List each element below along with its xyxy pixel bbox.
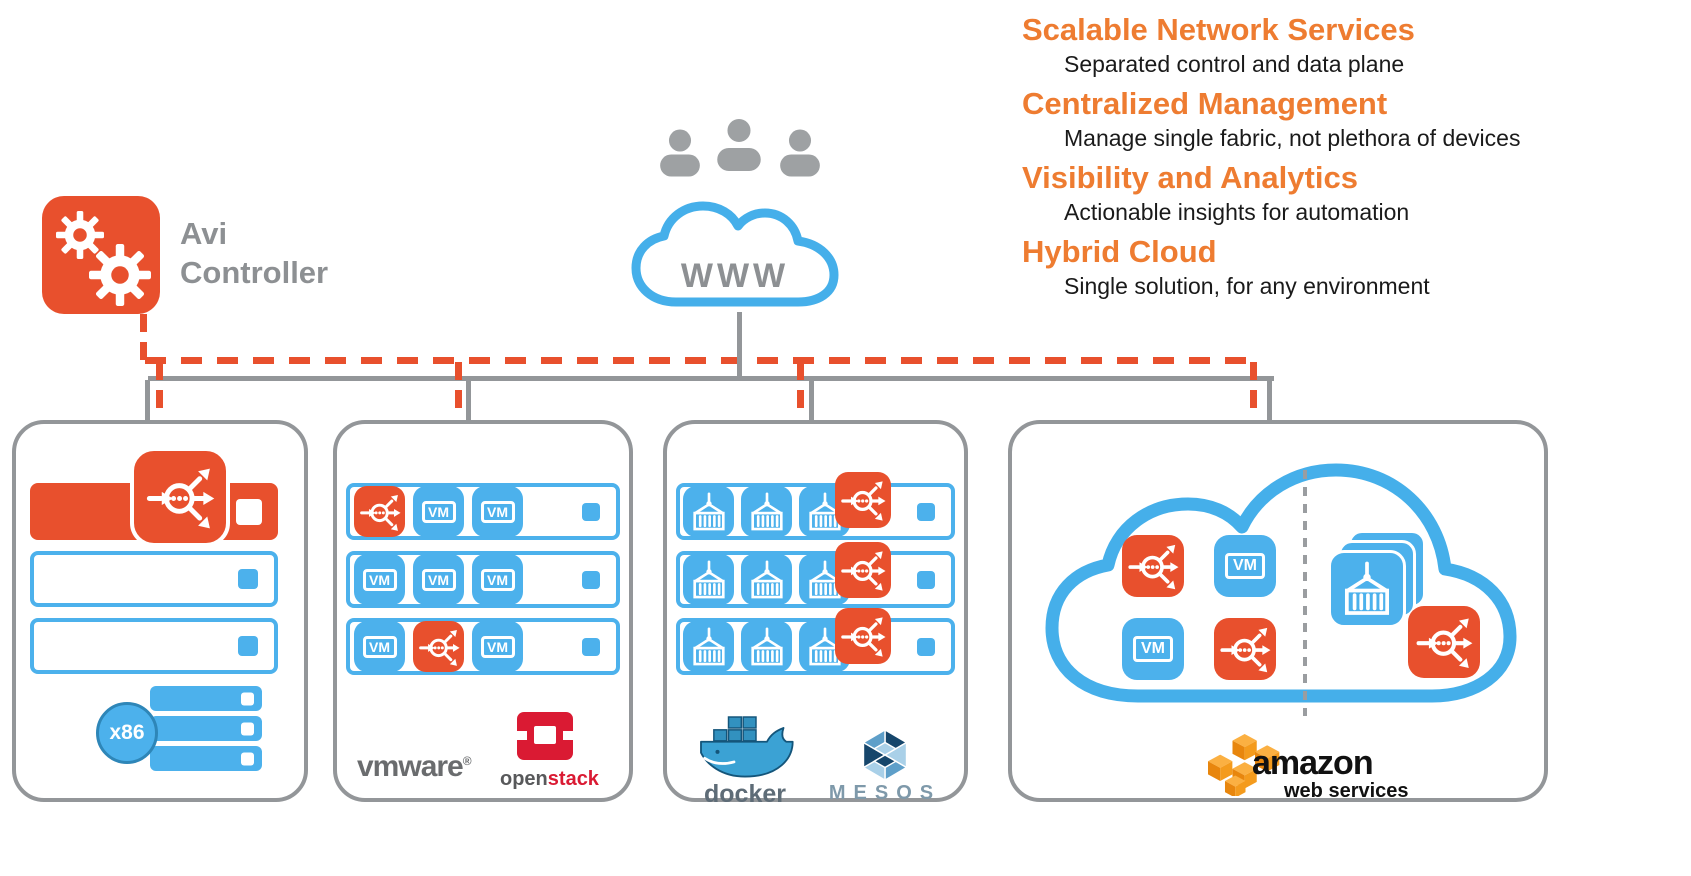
aws-sub-wordmark: web services bbox=[1284, 780, 1409, 802]
service-engine-icon bbox=[1122, 535, 1184, 597]
www-label: WWW bbox=[681, 257, 789, 295]
server-led bbox=[238, 636, 258, 656]
docker-whale-icon bbox=[700, 716, 794, 778]
panel-containers: docker MESOS bbox=[663, 420, 968, 808]
server-unit bbox=[150, 686, 262, 711]
server-led bbox=[236, 498, 262, 525]
feature-detail: Manage single fabric, not plethora of de… bbox=[1064, 125, 1521, 151]
server-bar bbox=[30, 551, 278, 607]
cloud-drop-line bbox=[737, 312, 742, 378]
service-engine-icon bbox=[835, 542, 891, 598]
service-engine-icon bbox=[1214, 618, 1276, 680]
vm-icon: VM bbox=[354, 621, 405, 672]
openstack-stack: stack bbox=[547, 768, 599, 790]
www-cloud-icon: WWW bbox=[631, 201, 839, 307]
vm-label: VM bbox=[1141, 640, 1165, 657]
vm-label: VM bbox=[1233, 557, 1257, 574]
server-led bbox=[238, 569, 258, 589]
panel1-gray-drop bbox=[145, 380, 150, 422]
panel-bare-metal: x86 bbox=[12, 420, 308, 802]
x86-label: x86 bbox=[109, 721, 145, 744]
server-bar bbox=[30, 618, 278, 674]
server-unit bbox=[150, 746, 262, 771]
openstack-logo-icon bbox=[516, 712, 574, 760]
host-led bbox=[917, 637, 935, 656]
feature-heading: Centralized Management bbox=[1022, 86, 1388, 121]
service-engine-icon bbox=[835, 472, 891, 528]
vm-label: VM bbox=[369, 571, 390, 588]
openstack-wordmark: openstack bbox=[500, 768, 599, 791]
vm-icon: VM bbox=[1122, 618, 1184, 680]
service-engine-icon bbox=[1408, 606, 1480, 678]
panel4-orange-drop bbox=[1250, 362, 1257, 418]
panel2-gray-drop bbox=[466, 380, 471, 422]
feature-heading: Hybrid Cloud bbox=[1022, 234, 1217, 269]
panel-virtualized: VM VM VM VM VM VM VM vmware® openstack bbox=[333, 420, 633, 802]
vm-label: VM bbox=[487, 638, 508, 655]
vm-icon: VM bbox=[413, 554, 464, 605]
x86-badge: x86 bbox=[96, 702, 158, 764]
container-stack-icon bbox=[1328, 550, 1406, 628]
feature-detail: Actionable insights for automation bbox=[1064, 199, 1410, 225]
container-icon bbox=[683, 621, 734, 672]
controller-drop-line bbox=[140, 314, 147, 360]
vmware-wordmark: vmware bbox=[357, 750, 464, 783]
vm-label: VM bbox=[428, 571, 449, 588]
panel3-orange-drop bbox=[797, 362, 804, 418]
feature-list: Scalable Network Services Separated cont… bbox=[1022, 12, 1682, 308]
docker-wordmark: docker bbox=[704, 780, 786, 808]
openstack-open: open bbox=[500, 768, 548, 790]
host-led bbox=[917, 570, 935, 589]
container-icon bbox=[683, 486, 734, 537]
service-engine-icon bbox=[413, 621, 464, 672]
vm-label: VM bbox=[487, 503, 508, 520]
avi-controller-label: Avi Controller bbox=[180, 214, 328, 292]
users-icon bbox=[660, 116, 820, 177]
vm-icon: VM bbox=[472, 554, 523, 605]
vm-icon: VM bbox=[413, 486, 464, 537]
host-led bbox=[582, 502, 600, 521]
feature-heading: Scalable Network Services bbox=[1022, 12, 1415, 47]
gear-icon bbox=[89, 244, 151, 306]
panel-aws-cloud: VM VM amazon web services bbox=[1008, 420, 1548, 802]
vm-icon: VM bbox=[472, 486, 523, 537]
vm-label: VM bbox=[369, 638, 390, 655]
feature-detail: Single solution, for any environment bbox=[1064, 273, 1430, 299]
mesos-logo-icon bbox=[862, 729, 908, 781]
vm-icon: VM bbox=[1214, 535, 1276, 597]
amazon-wordmark: amazon bbox=[1252, 744, 1374, 782]
service-engine-icon bbox=[835, 608, 891, 664]
mesos-wordmark: MESOS bbox=[828, 782, 942, 804]
panel1-orange-drop bbox=[156, 362, 163, 418]
host-led bbox=[582, 637, 600, 656]
vmware-logo: vmware® bbox=[357, 750, 472, 784]
vm-icon: VM bbox=[354, 554, 405, 605]
service-engine-icon bbox=[130, 447, 230, 547]
panel3-gray-drop bbox=[809, 380, 814, 422]
feature-heading: Visibility and Analytics bbox=[1022, 160, 1358, 195]
avi-controller-box bbox=[42, 196, 160, 314]
registered-mark: ® bbox=[462, 754, 472, 768]
container-icon bbox=[683, 554, 734, 605]
feature-detail: Separated control and data plane bbox=[1064, 51, 1405, 77]
container-icon bbox=[741, 486, 792, 537]
host-led bbox=[917, 502, 935, 521]
data-plane-bus bbox=[148, 376, 1274, 381]
control-plane-bus bbox=[145, 357, 1257, 364]
panel4-gray-drop bbox=[1267, 380, 1272, 422]
aws-cloud-outline-icon bbox=[1045, 463, 1517, 703]
panel2-orange-drop bbox=[455, 362, 462, 418]
vm-icon: VM bbox=[472, 621, 523, 672]
host-led bbox=[582, 570, 600, 589]
cloud-divider-line bbox=[1303, 470, 1307, 716]
avi-controller-label-line2: Controller bbox=[180, 255, 329, 290]
avi-controller-label-line1: Avi bbox=[180, 216, 228, 251]
service-engine-icon bbox=[354, 486, 405, 537]
container-icon bbox=[741, 621, 792, 672]
container-icon bbox=[741, 554, 792, 605]
vm-label: VM bbox=[428, 503, 449, 520]
server-unit bbox=[150, 716, 262, 741]
vm-label: VM bbox=[487, 571, 508, 588]
